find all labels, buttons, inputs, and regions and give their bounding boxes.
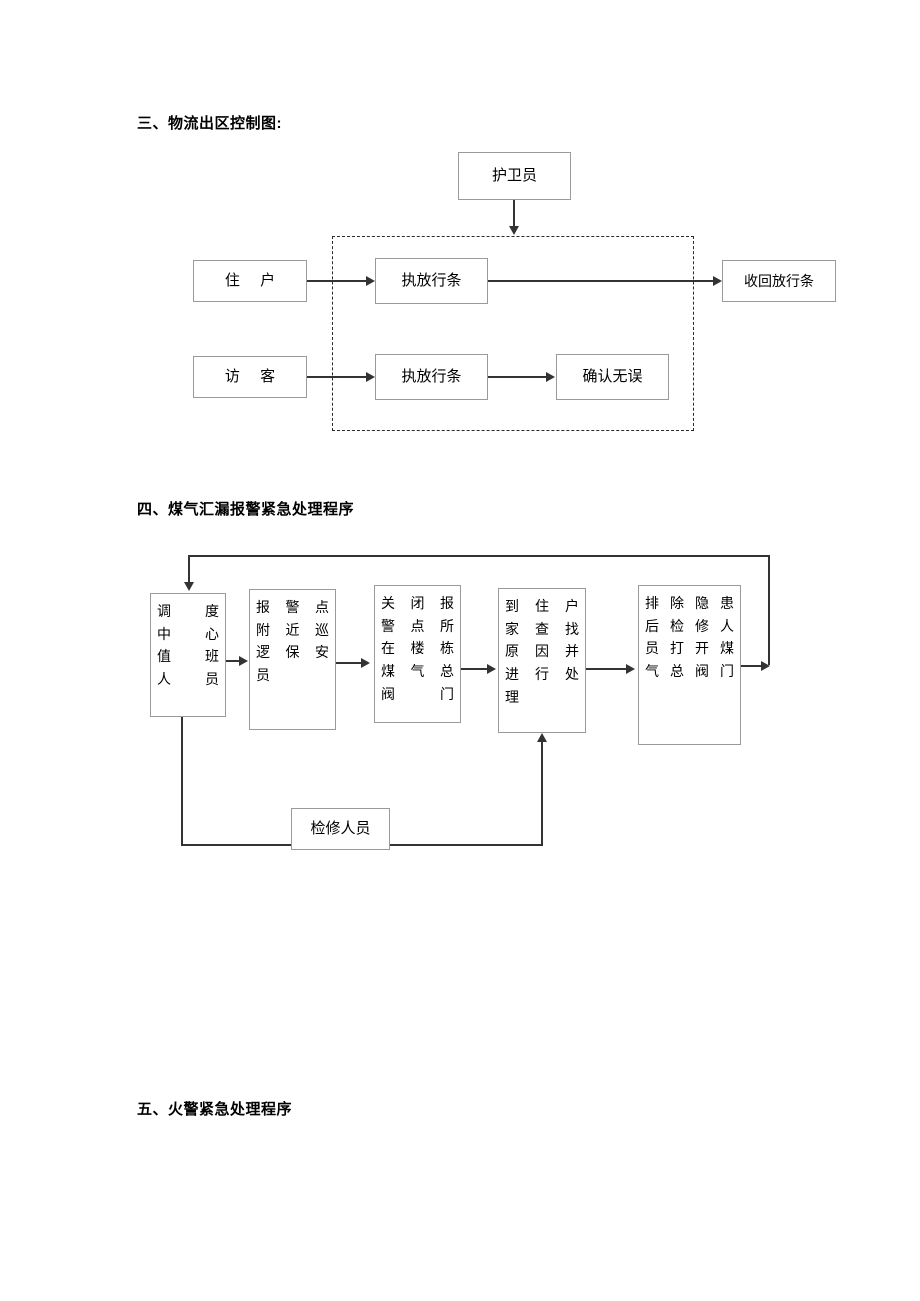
arrowhead-feedback-to-dispatch [184, 582, 194, 591]
connector-visitor-to-issue2 [307, 376, 367, 378]
arrowhead-patrol-to-closevalve [361, 658, 370, 668]
node-visit-resident-investigate[interactable]: 到住户 家查找 原因并 进行处 理 [498, 588, 586, 733]
node-patrol-line-2: 附近巡 [256, 621, 329, 638]
node-guard[interactable]: 护卫员 [458, 152, 571, 200]
connector-maint-to-inspect-riser [541, 742, 543, 845]
connector-bottom-left [181, 844, 293, 846]
node-inspect-line-5: 理 [505, 688, 519, 705]
section-heading-fire-alarm: 五、火警紧急处理程序 [137, 1101, 293, 1118]
arrowhead-maint-to-inspect [537, 733, 547, 742]
arrowhead-issue1-to-recover [713, 276, 722, 286]
node-maintenance-staff-label: 检修人员 [310, 819, 371, 837]
connector-feedback-top-left-drop [188, 555, 190, 583]
node-reopen-line-4: 气总阀门 [645, 663, 734, 680]
node-visitor-label: 访 客 [224, 367, 284, 385]
node-nearby-patrol-guard[interactable]: 报警点 附近巡 逻保安 员 [249, 589, 336, 730]
arrowhead-resident-to-issue1 [366, 276, 375, 286]
connector-feedback-top-right-riser [768, 555, 770, 665]
connector-dispatch-to-patrol [226, 660, 242, 662]
node-reopen-line-2: 后检修人 [645, 617, 734, 634]
connector-guard-down [513, 200, 515, 230]
connector-reopen-to-feedback [741, 665, 764, 667]
node-confirm-ok-label: 确认无误 [582, 367, 643, 385]
node-patrol-line-1: 报警点 [256, 599, 329, 615]
node-closevalve-line-2: 警点所 [381, 617, 454, 634]
node-guard-label: 护卫员 [491, 166, 537, 184]
connector-issue2-to-confirm [488, 376, 547, 378]
node-maintenance-staff[interactable]: 检修人员 [291, 808, 390, 850]
logistics-exit-control-flowchart: 护卫员 住 户 执放行条 收回放行条 访 客 执放行条 确认无误 [0, 140, 920, 460]
gas-leak-alarm-procedure-flowchart: 调 度 中 心 值 班 人员 报警点 附近巡 逻保安 员 关闭报 警点所 在楼栋… [0, 540, 920, 890]
connector-patrol-to-closevalve [336, 662, 362, 664]
node-reopen-line-3: 员打开煤 [645, 640, 734, 657]
dashed-group-region [332, 236, 694, 431]
arrowhead-visitor-to-issue2 [366, 372, 375, 382]
node-inspect-line-4: 进行处 [505, 666, 579, 683]
arrowhead-dispatch-to-patrol [239, 656, 248, 666]
connector-closevalve-to-inspect [461, 668, 488, 670]
arrowhead-issue2-to-confirm [546, 372, 555, 382]
arrowhead-closevalve-to-inspect [487, 664, 496, 674]
node-resident[interactable]: 住 户 [193, 260, 307, 302]
node-issue-pass-resident[interactable]: 执放行条 [375, 258, 488, 304]
section-heading-logistics: 三、物流出区控制图: [137, 115, 282, 132]
node-recover-pass[interactable]: 收回放行条 [722, 260, 836, 302]
node-issue-pass-visitor[interactable]: 执放行条 [375, 354, 488, 400]
node-dispatch-duty-staff[interactable]: 调 度 中 心 值 班 人员 [150, 593, 226, 717]
node-closevalve-line-1: 关闭报 [381, 595, 454, 611]
node-issue-pass-visitor-label: 执放行条 [401, 367, 462, 385]
node-inspect-line-3: 原因并 [505, 643, 579, 660]
node-issue-pass-resident-label: 执放行条 [401, 271, 462, 289]
connector-feedback-top [188, 555, 770, 557]
node-confirm-ok[interactable]: 确认无误 [556, 354, 669, 400]
node-closevalve-line-5: 阀门 [381, 685, 454, 702]
node-reopen-gas-main-valve[interactable]: 排除隐患 后检修人 员打开煤 气总阀门 [638, 585, 741, 745]
node-patrol-line-4: 员 [256, 667, 270, 684]
arrowhead-inspect-to-reopen [626, 664, 635, 674]
section-heading-gas-leak: 四、煤气汇漏报警紧急处理程序 [137, 501, 355, 518]
connector-bottom-right [389, 844, 543, 846]
connector-inspect-to-reopen [586, 668, 627, 670]
node-dispatch-line-2: 中 心 [157, 625, 219, 642]
connector-dispatch-down [181, 717, 183, 845]
node-dispatch-line-4: 人员 [157, 671, 219, 688]
node-closevalve-line-4: 煤气总 [381, 663, 454, 680]
node-dispatch-line-3: 值 班 [157, 648, 219, 665]
node-inspect-line-1: 到住户 [505, 598, 579, 614]
node-patrol-line-3: 逻保安 [256, 644, 329, 661]
node-resident-label: 住 户 [224, 271, 284, 289]
node-reopen-line-1: 排除隐患 [645, 595, 734, 611]
node-dispatch-line-1: 调 度 [157, 603, 219, 619]
node-closevalve-line-3: 在楼栋 [381, 640, 454, 657]
connector-resident-to-issue1 [307, 280, 367, 282]
node-visitor[interactable]: 访 客 [193, 356, 307, 398]
arrowhead-reopen-to-feedback [761, 661, 770, 671]
connector-issue1-to-recover [488, 280, 714, 282]
node-inspect-line-2: 家查找 [505, 620, 579, 637]
arrowhead-guard-down [509, 226, 519, 235]
node-close-gas-main-valve[interactable]: 关闭报 警点所 在楼栋 煤气总 阀门 [374, 585, 461, 723]
node-recover-pass-label: 收回放行条 [744, 272, 814, 289]
